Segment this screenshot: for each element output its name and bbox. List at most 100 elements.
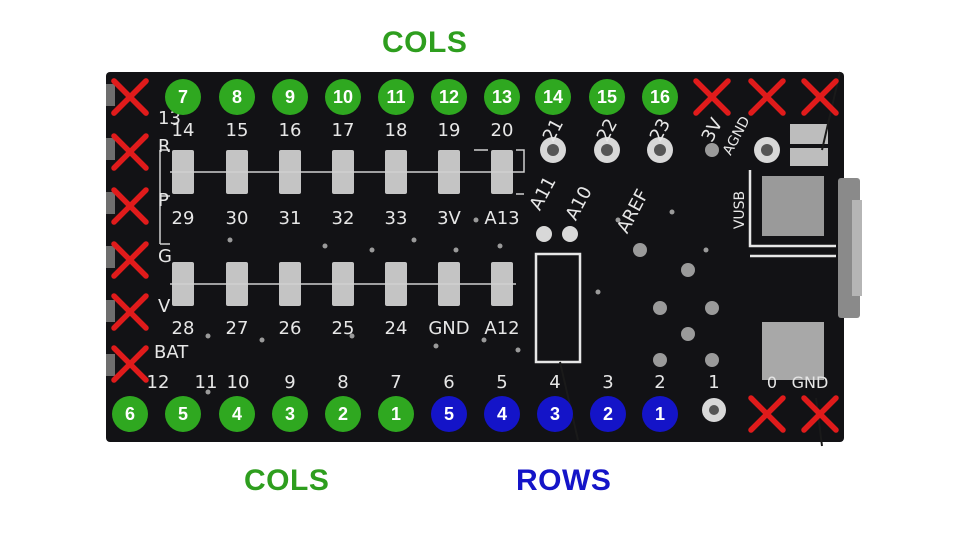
pad-label-lower: A12 bbox=[484, 318, 519, 339]
row-marker-circle bbox=[642, 396, 678, 432]
bottom-pin-number: 6 bbox=[443, 372, 454, 393]
pad-label-lower: 25 bbox=[332, 318, 355, 339]
via bbox=[205, 333, 211, 339]
via bbox=[205, 389, 211, 395]
bottom-pin-number: GND bbox=[792, 373, 829, 392]
unused-pin-x-icon bbox=[111, 293, 149, 331]
unused-pin-x-icon bbox=[111, 345, 149, 383]
unused-pin-x-icon bbox=[801, 395, 839, 433]
component-pad bbox=[762, 176, 824, 236]
via bbox=[411, 237, 417, 243]
outline bbox=[748, 170, 836, 258]
col-marker-circle bbox=[219, 79, 255, 115]
unused-pin-x-icon bbox=[801, 78, 839, 116]
col-marker: 12 bbox=[439, 87, 459, 107]
rows-label: ROWS bbox=[516, 464, 612, 497]
x-stroke bbox=[111, 133, 149, 171]
col-marker: 16 bbox=[650, 87, 670, 107]
col-marker: 3 bbox=[285, 404, 295, 424]
col-marker: 15 bbox=[597, 87, 617, 107]
left-edge-pin bbox=[106, 84, 115, 106]
x-stroke bbox=[111, 345, 149, 383]
through-hole-center bbox=[654, 144, 666, 156]
unused-pin-x-icon bbox=[111, 241, 149, 279]
through-hole-center bbox=[761, 144, 773, 156]
row-marker: 2 bbox=[603, 404, 613, 424]
col-marker-circle bbox=[272, 396, 308, 432]
left-pin-label: P bbox=[158, 190, 169, 211]
test-pad bbox=[633, 243, 647, 257]
through-hole-center bbox=[601, 144, 613, 156]
unused-pin-x-icon bbox=[111, 78, 149, 116]
col-marker: 2 bbox=[338, 404, 348, 424]
x-stroke bbox=[111, 241, 149, 279]
unused-pin-x-icon bbox=[748, 395, 786, 433]
test-pad bbox=[705, 301, 719, 315]
top-pin-number: 18 bbox=[385, 120, 408, 141]
unused-pin-x-icon bbox=[693, 78, 731, 116]
pad-label-lower: 24 bbox=[385, 318, 408, 339]
top-pin-number: 14 bbox=[172, 120, 195, 141]
unused-pin-x-icon bbox=[748, 78, 786, 116]
bottom-pin-number: 7 bbox=[390, 372, 401, 393]
bottom-pin-number: 2 bbox=[654, 372, 665, 393]
pad-label-lower: 27 bbox=[226, 318, 249, 339]
top-pin-number: 20 bbox=[491, 120, 514, 141]
vusb-label: VUSB bbox=[732, 191, 748, 229]
test-pad bbox=[653, 353, 667, 367]
col-marker: 11 bbox=[386, 87, 405, 107]
test-pad bbox=[681, 327, 695, 341]
test-pad bbox=[653, 301, 667, 315]
unused-pin-x-icon bbox=[111, 133, 149, 171]
col-marker: 5 bbox=[178, 404, 188, 424]
pad-label-lower: 28 bbox=[172, 318, 195, 339]
left-pin-label: R bbox=[158, 136, 171, 157]
pad-label-upper: 32 bbox=[332, 208, 355, 229]
via bbox=[349, 333, 355, 339]
via bbox=[497, 243, 503, 249]
col-marker-circle bbox=[484, 79, 520, 115]
top-pin-number: 19 bbox=[438, 120, 461, 141]
col-marker: 10 bbox=[333, 87, 353, 107]
top-pin-number: 17 bbox=[332, 120, 355, 141]
col-marker: 6 bbox=[125, 404, 135, 424]
row-marker-circle bbox=[431, 396, 467, 432]
col-marker-circle bbox=[112, 396, 148, 432]
pad-label-lower: 26 bbox=[279, 318, 302, 339]
col-marker: 14 bbox=[543, 87, 563, 107]
via bbox=[615, 217, 621, 223]
pad-label-lower: GND bbox=[428, 318, 469, 339]
via bbox=[473, 217, 479, 223]
col-marker: 7 bbox=[178, 87, 188, 107]
pad-label-upper: 31 bbox=[279, 208, 302, 229]
col-marker-circle bbox=[642, 79, 678, 115]
col-marker-circle bbox=[219, 396, 255, 432]
pad-label-upper: 33 bbox=[385, 208, 408, 229]
col-marker-circle bbox=[165, 396, 201, 432]
through-hole bbox=[562, 226, 578, 242]
leader-line bbox=[559, 361, 579, 441]
component-pad bbox=[762, 322, 824, 380]
usb-connector-edge bbox=[852, 200, 862, 296]
col-marker: 8 bbox=[232, 87, 242, 107]
x-stroke bbox=[748, 78, 786, 116]
pad-label-upper: A13 bbox=[484, 208, 519, 229]
col-marker-circle bbox=[431, 79, 467, 115]
col-marker-circle bbox=[589, 79, 625, 115]
left-edge-pin bbox=[106, 354, 115, 376]
pad-label-upper: 3V bbox=[437, 208, 461, 229]
col-marker: 13 bbox=[492, 87, 512, 107]
bottom-pin-number: 12 bbox=[147, 372, 170, 393]
left-edge-pin bbox=[106, 138, 115, 160]
component-pad bbox=[790, 124, 828, 144]
through-hole-center bbox=[709, 405, 719, 415]
row-marker: 5 bbox=[444, 404, 454, 424]
via bbox=[322, 243, 328, 249]
x-stroke bbox=[693, 78, 731, 116]
x-stroke bbox=[748, 395, 786, 433]
left-edge-pin bbox=[106, 300, 115, 322]
through-hole bbox=[536, 226, 552, 242]
bottom-pin-number: 4 bbox=[549, 372, 560, 393]
bottom-pin-number: 0 bbox=[767, 373, 777, 392]
